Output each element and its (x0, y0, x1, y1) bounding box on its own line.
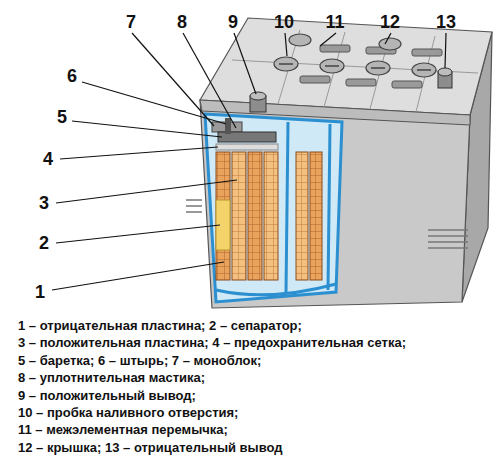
cutaway-container (205, 114, 342, 302)
legend-text: 9 – положительный вывод; (18, 388, 196, 404)
leader-lines (52, 33, 446, 290)
callout-number: 5 (57, 108, 67, 126)
front-face (200, 100, 470, 308)
partitions (216, 122, 336, 295)
handle (186, 200, 468, 248)
lid-ribs (232, 30, 478, 112)
cap-slots (279, 64, 431, 70)
cell-links (300, 45, 442, 88)
legend-text: 12 – крышка; 13 – отрицательный вывод (18, 440, 283, 455)
callout-number: 4 (43, 150, 53, 168)
lid (200, 18, 492, 115)
legend-text: 1 – отрицательная пластина; 2 – сепарато… (18, 318, 302, 334)
legend-text: 5 – баретка; 6 – штырь; 7 – моноблок; (18, 353, 261, 369)
post (225, 118, 231, 134)
plates (216, 152, 322, 280)
callout-number: 1 (35, 283, 45, 301)
terminals (250, 68, 452, 112)
guard-grid (216, 144, 278, 150)
filler-caps (274, 34, 436, 77)
callout-number: 3 (39, 194, 49, 212)
legend-text: 8 – уплотнительная мастика; (18, 370, 205, 386)
callout-number: 10 (274, 13, 294, 31)
callout-number: 11 (325, 13, 344, 31)
legend-text: 3 – положительная пластина; 4 – предохра… (18, 335, 406, 351)
callout-number: 13 (436, 13, 456, 31)
legend-text: 11 – межэлементная перемычка; (18, 422, 228, 438)
callout-number: 6 (67, 67, 77, 85)
callout-number: 2 (39, 234, 49, 252)
callout-number: 8 (177, 13, 187, 31)
legend-text: 10 – пробка наливного отверстия; (18, 405, 238, 421)
callout-number: 9 (228, 13, 238, 31)
callout-number: 7 (126, 13, 136, 31)
callout-number: 12 (380, 13, 400, 31)
